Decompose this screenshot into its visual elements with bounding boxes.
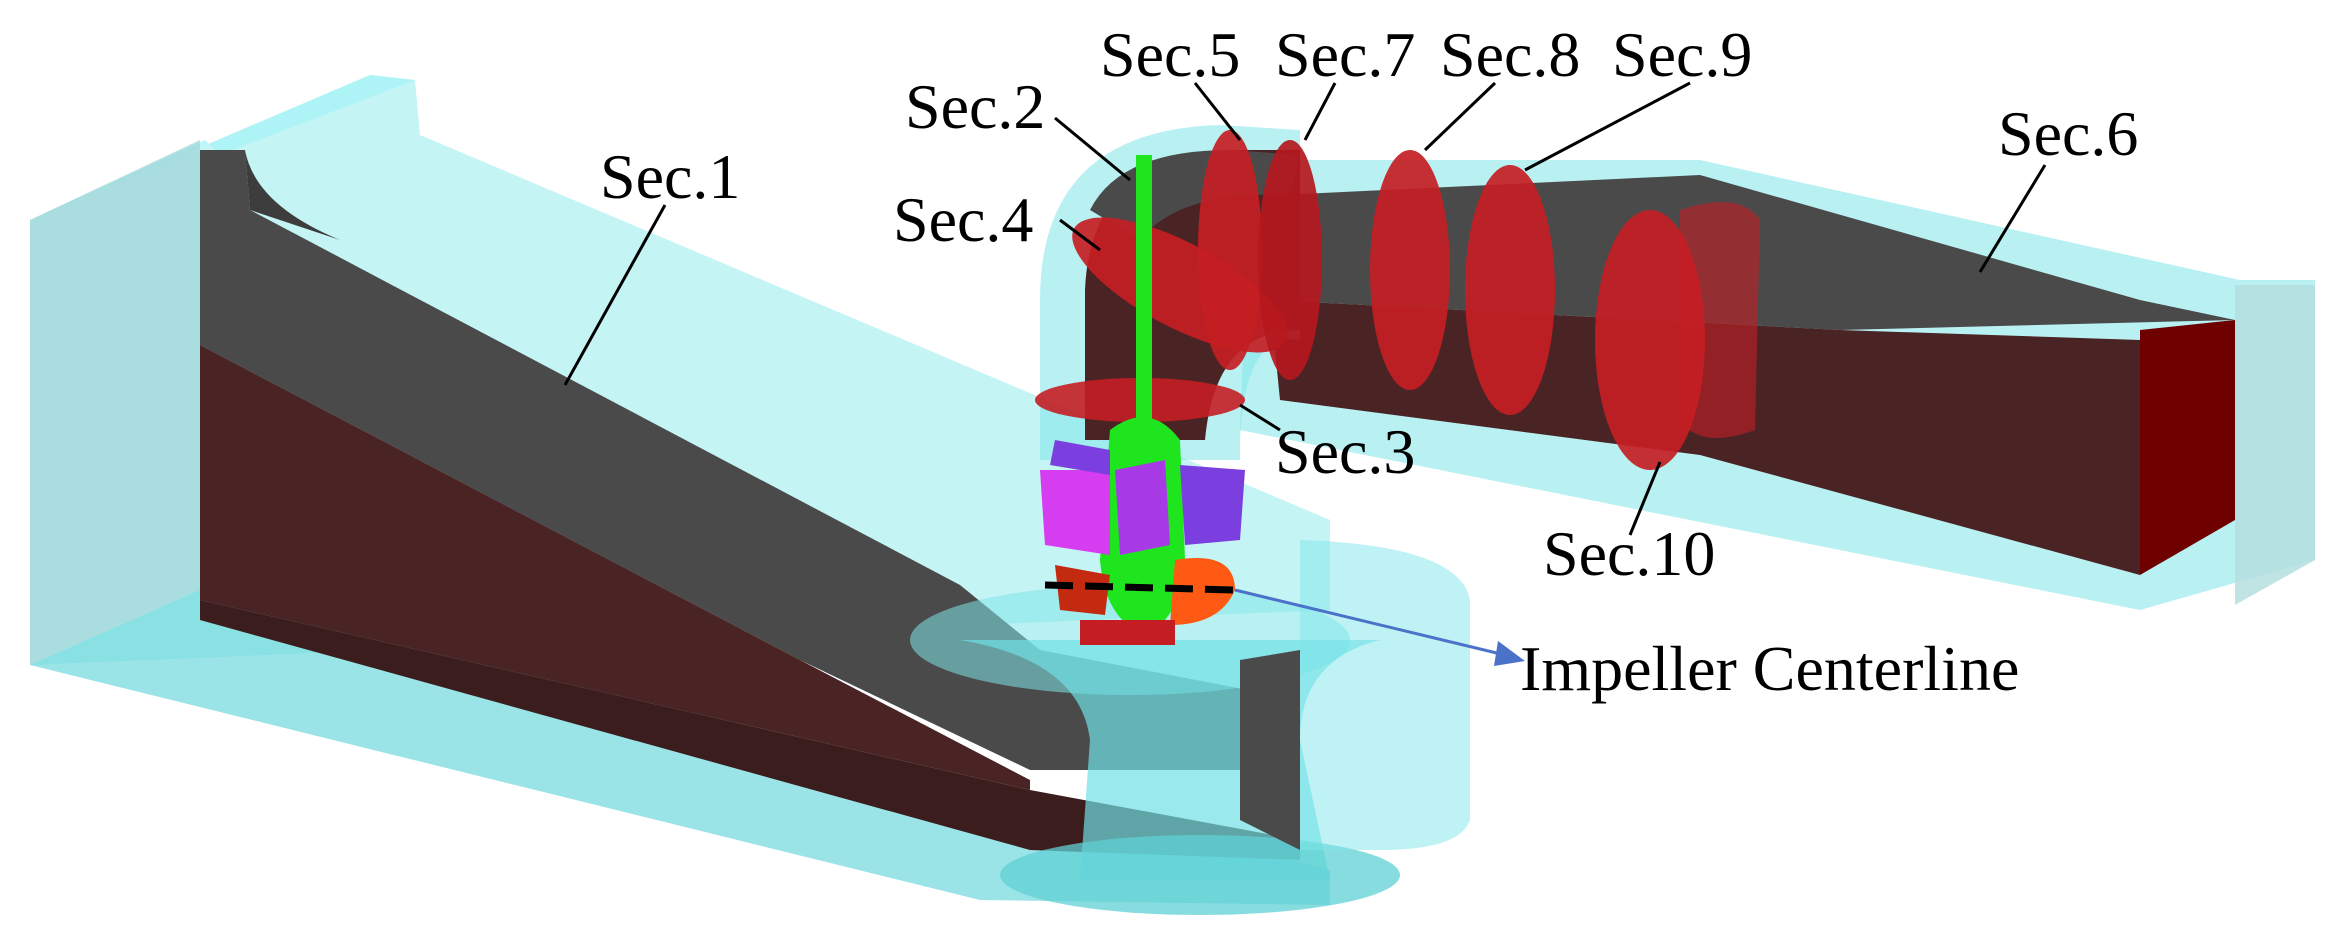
section-5 xyxy=(1198,130,1262,370)
label-sec9: Sec.9 xyxy=(1612,19,1752,90)
label-impeller-centerline: Impeller Centerline xyxy=(1520,633,2019,704)
guide-vane-left-top xyxy=(1050,440,1110,475)
forebay-inlet-curve xyxy=(245,150,340,240)
label-sec1: Sec.1 xyxy=(600,141,740,212)
label-sec6: Sec.6 xyxy=(1998,98,2138,169)
impeller-blade-right xyxy=(1170,558,1235,625)
label-sec10: Sec.10 xyxy=(1543,518,1715,589)
outlet-duct-end xyxy=(2140,320,2235,575)
label-sec3: Sec.3 xyxy=(1275,416,1415,487)
forebay-water-top xyxy=(30,75,415,220)
section-labels: Sec.1 Sec.2 Sec.3 Sec.4 Sec.5 Sec.7 Sec.… xyxy=(600,19,2138,704)
suction-bell-bottom xyxy=(1000,835,1400,915)
section-planes xyxy=(1035,130,1760,470)
leader-sec3 xyxy=(1239,403,1281,432)
outlet-water-end xyxy=(2235,285,2315,605)
label-sec8: Sec.8 xyxy=(1440,19,1580,90)
leader-sec7 xyxy=(1303,82,1337,141)
pump-chamber-wall xyxy=(1300,540,1470,850)
arrow-head xyxy=(1494,641,1525,666)
impeller-base xyxy=(1080,620,1175,645)
guide-vane-left xyxy=(1040,470,1110,555)
leader-sec9 xyxy=(1524,81,1691,172)
section-9 xyxy=(1465,165,1555,415)
leader-sec5 xyxy=(1193,82,1242,141)
leader-sec4 xyxy=(1059,218,1101,252)
section-10 xyxy=(1595,210,1705,470)
label-sec5: Sec.5 xyxy=(1100,19,1240,90)
impeller-blade-left xyxy=(1055,565,1110,615)
chamber-dark-wall xyxy=(1240,650,1300,850)
pump-internals xyxy=(1040,155,1245,645)
guide-vane-right xyxy=(1180,465,1245,545)
leader-sec6 xyxy=(1978,164,2047,273)
leader-sec2 xyxy=(1054,116,1131,182)
forebay-end-face xyxy=(30,140,200,665)
impeller-centerline-arrow xyxy=(1234,588,1506,657)
forebay-wall-side xyxy=(200,345,1030,790)
label-sec7: Sec.7 xyxy=(1275,19,1415,90)
inlet-forebay xyxy=(30,75,1470,915)
label-sec2: Sec.2 xyxy=(905,71,1045,142)
leader-sec1 xyxy=(563,204,667,386)
guide-vane-center xyxy=(1115,460,1170,555)
leader-sec8 xyxy=(1423,81,1497,152)
forebay-wall-side-lower xyxy=(200,600,1300,860)
impeller-centerline-dash xyxy=(1044,581,1236,594)
label-sec4: Sec.4 xyxy=(893,184,1033,255)
leader-lines xyxy=(563,81,2047,536)
leader-sec10 xyxy=(1628,461,1662,536)
section-8 xyxy=(1370,150,1450,390)
section-7 xyxy=(1258,140,1322,380)
